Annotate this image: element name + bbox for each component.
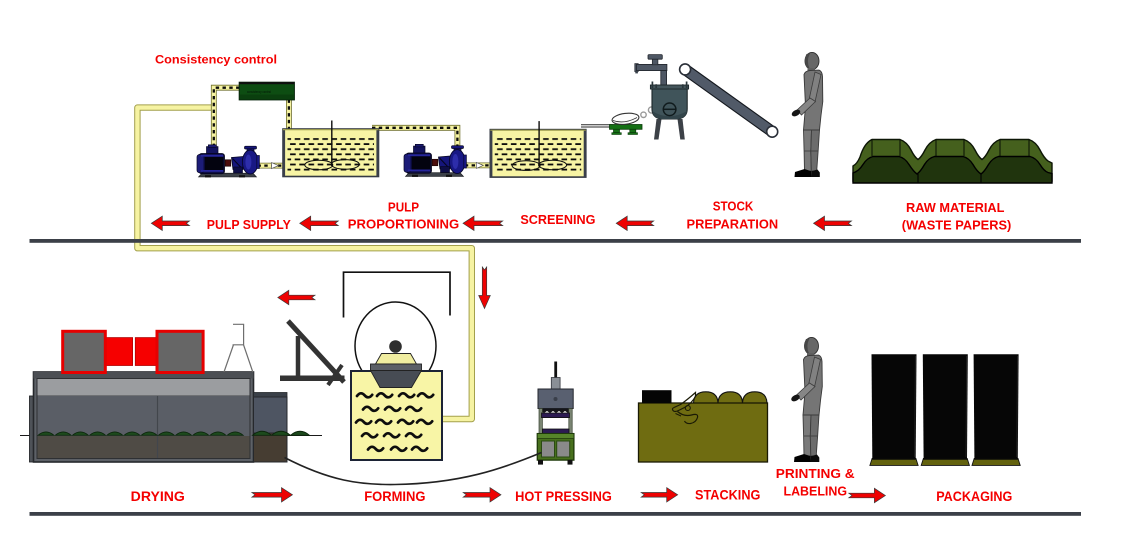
svg-text:PROPORTIONING: PROPORTIONING bbox=[348, 217, 459, 232]
svg-text:LABELING: LABELING bbox=[784, 483, 848, 498]
svg-text:(WASTE PAPERS): (WASTE PAPERS) bbox=[902, 218, 1012, 233]
svg-text:PACKAGING: PACKAGING bbox=[936, 489, 1012, 504]
svg-text:Consistency control: Consistency control bbox=[155, 52, 277, 66]
svg-text:consistency control: consistency control bbox=[247, 90, 271, 94]
svg-text:FORMING: FORMING bbox=[364, 489, 425, 504]
svg-text:SCREENING: SCREENING bbox=[520, 212, 595, 227]
svg-text:PULP SUPPLY: PULP SUPPLY bbox=[207, 217, 291, 232]
svg-text:HOT PRESSING: HOT PRESSING bbox=[515, 489, 612, 504]
svg-text:RAW MATERIAL: RAW MATERIAL bbox=[906, 200, 1005, 215]
svg-text:PRINTING &: PRINTING & bbox=[776, 466, 855, 481]
svg-text:STACKING: STACKING bbox=[695, 488, 760, 503]
svg-text:STOCK: STOCK bbox=[713, 199, 754, 214]
svg-text:PULP: PULP bbox=[388, 199, 420, 214]
svg-text:DRYING: DRYING bbox=[131, 489, 185, 504]
svg-text:PREPARATION: PREPARATION bbox=[687, 217, 779, 232]
